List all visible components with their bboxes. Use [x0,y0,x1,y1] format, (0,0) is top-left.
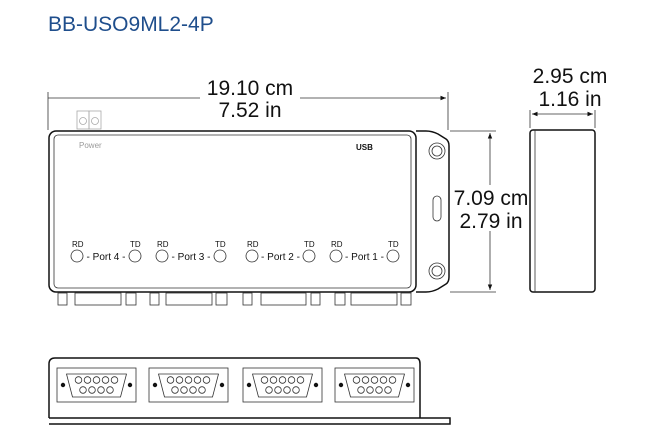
height-dimension: 7.09 cm 2.79 in [450,130,530,293]
td-led-icon [213,249,227,263]
td-label: TD [304,240,315,249]
side-view: 2.95 cm 1.16 in [529,65,608,293]
td-label: TD [388,240,399,249]
mounting-hole-top [428,142,446,160]
mounting-slot [432,195,442,222]
rd-led-icon [245,249,259,263]
connector-tab [165,292,213,306]
connector-tab [350,292,398,306]
product-title: BB-USO9ML2-4P [48,13,214,36]
connector-tab [260,292,307,306]
connector-tab [242,292,253,306]
db9-connector [56,367,137,403]
td-led-icon [128,249,142,263]
connector-tab [57,292,68,306]
td-led-icon [302,249,316,263]
power-label: Power [79,141,102,150]
db9-connector [148,367,229,403]
port-label: - Port 3 - [172,252,211,263]
mounting-hole-bottom [428,262,446,280]
rd-led-icon [70,249,84,263]
port-1-indicators: RD TD - Port 1 - [329,240,400,263]
rd-led-icon [155,249,169,263]
port-label: - Port 4 - [87,252,126,263]
bottom-view [48,357,451,425]
width-cm: 19.10 cm [207,77,293,100]
port-label: - Port 1 - [345,252,384,263]
port-4-indicators: RD TD - Port 4 - [70,240,142,263]
depth-cm: 2.95 cm [533,65,608,88]
rd-label: RD [157,240,169,249]
td-led-icon [386,249,400,263]
power-terminal [76,110,102,130]
connector-tab [215,292,228,306]
db9-connector [242,367,323,403]
width-in: 7.52 in [218,99,281,122]
port-3-indicators: RD TD - Port 3 - [155,240,227,263]
rd-label: RD [72,240,84,249]
connector-tab [400,292,412,306]
height-in: 2.79 in [459,210,522,233]
db9-connector [334,367,415,403]
td-label: TD [130,240,141,249]
rd-led-icon [329,249,343,263]
width-dimension: 19.10 cm 7.52 in [47,77,449,130]
connector-tab [334,292,346,306]
port-label: - Port 2 - [261,252,300,263]
height-cm: 7.09 cm [454,187,529,210]
connector-tab [125,292,137,306]
connector-tab [149,292,160,306]
td-label: TD [215,240,226,249]
rd-label: RD [247,240,259,249]
connector-tab [74,292,122,306]
connector-tab [310,292,321,306]
rd-label: RD [331,240,343,249]
usb-label: USB [356,143,373,152]
depth-in: 1.16 in [538,88,601,111]
port-2-indicators: RD TD - Port 2 - [245,240,316,263]
